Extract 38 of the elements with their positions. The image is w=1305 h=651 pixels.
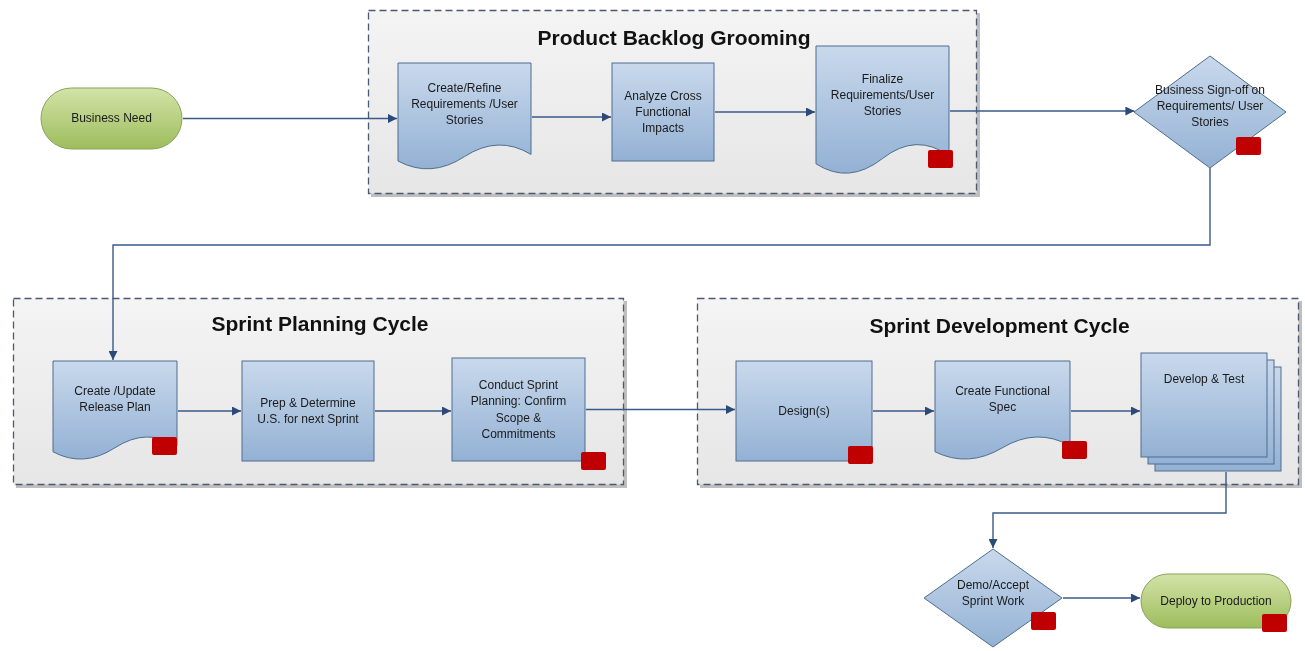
node-label: Finalize Requirements/User Stories	[829, 70, 936, 120]
node-label: Conduct Sprint Planning: Confirm Scope & Commitments	[469, 377, 568, 442]
node-label: Business Need	[71, 110, 152, 127]
decision-diamond	[923, 548, 1063, 648]
arrow	[585, 405, 736, 414]
node-label: Analyze Cross Functional Impacts	[623, 87, 703, 137]
node-label: Demo/Accept Sprint Work	[955, 576, 1030, 610]
group-panel	[13, 298, 627, 488]
node-label: Business Sign-off on Requirements/ User Stories	[1154, 82, 1266, 131]
node-label: Create/Refine Requirements /User Stories	[410, 79, 519, 129]
node-label: Deploy to Production	[1160, 592, 1272, 610]
group-title: Sprint Planning Cycle	[211, 312, 429, 336]
decision-diamond	[1133, 55, 1287, 169]
node-label: Design(s)	[778, 402, 830, 420]
process-box	[241, 360, 375, 462]
arrow	[1070, 406, 1141, 416]
group-title: Sprint Development Cycle	[869, 314, 1130, 338]
multi-document-shape	[1140, 352, 1282, 472]
arrow	[988, 471, 1227, 549]
arrow	[1062, 593, 1141, 603]
arrow	[182, 114, 398, 123]
node-label: Create /Update Release Plan	[73, 382, 157, 415]
arrow	[949, 106, 1136, 116]
arrow	[108, 167, 1211, 361]
group-title: Product Backlog Grooming	[537, 26, 811, 50]
process-box	[451, 357, 586, 462]
arrow	[531, 112, 612, 122]
node-label: Develop & Test	[1163, 370, 1245, 388]
process-box	[611, 62, 715, 162]
group-panel	[368, 10, 980, 197]
process-box	[735, 360, 873, 462]
node-label: Create Functional Spec	[954, 382, 1051, 415]
arrow	[177, 406, 242, 416]
node-label: Prep & Determine U.S. for next Sprint	[256, 394, 360, 428]
arrow	[374, 406, 452, 416]
group-panel	[697, 298, 1302, 488]
arrow	[872, 406, 935, 416]
arrow	[714, 107, 816, 117]
